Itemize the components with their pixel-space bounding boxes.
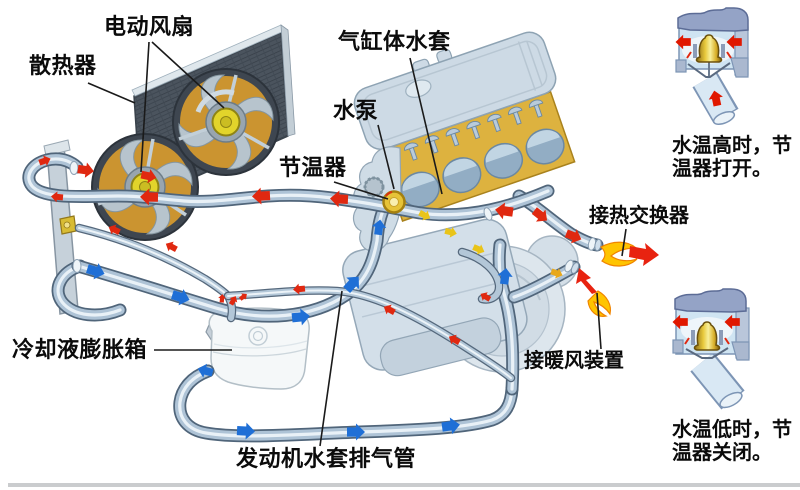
note-thermostat-closed: 水温低时，节 温器关闭。 [672, 419, 792, 465]
label-expansion-tank: 冷却液膨胀箱 [12, 337, 148, 362]
note-closed-line1: 水温低时，节 [672, 419, 792, 441]
bottom-border [8, 483, 800, 487]
note-thermostat-open: 水温高时，节 温器打开。 [672, 135, 792, 181]
flame-arrow-from-heater [576, 268, 612, 317]
label-thermostat: 节温器 [279, 155, 347, 180]
cylinder-bores [400, 128, 565, 208]
thermostat-diagram-open [675, 7, 749, 125]
label-heater-unit: 接暖风装置 [524, 350, 624, 372]
fan-upper [172, 68, 280, 176]
thermostat-cap [677, 7, 749, 32]
note-open-line1: 水温高时，节 [672, 135, 792, 157]
note-closed-line2: 温器关闭。 [672, 442, 772, 464]
thermostat-cap [674, 288, 747, 313]
label-heat-exchanger: 接热交换器 [589, 205, 689, 227]
cylinder-head-cutaway [377, 90, 576, 222]
pipe-lower-radiator-hose [71, 193, 396, 323]
pipe-pump-riser [492, 238, 520, 396]
pipe-upper-radiator-hose [22, 152, 555, 222]
pipe-lower-loop [51, 259, 127, 322]
label-electric-fan: 电动风扇 [104, 14, 195, 39]
pipe-bottom-run [173, 364, 519, 443]
label-cylinder-jacket: 气缸体水套 [338, 29, 451, 54]
pipes [22, 152, 604, 443]
label-water-pump: 水泵 [333, 98, 379, 123]
label-lines [87, 41, 627, 447]
thermostat-valve [693, 321, 721, 351]
thermostat-valve [695, 34, 723, 63]
pipe-jacket-vent [74, 223, 516, 383]
note-open-line2: 温器打开。 [672, 158, 772, 180]
flame-arrow-to-heat-exchanger [600, 241, 659, 267]
valve-cover [353, 31, 557, 151]
thermostat-housing-ring [382, 190, 406, 214]
pipe-fittings [69, 161, 602, 274]
label-vent-pipe: 发动机水套排气管 [236, 446, 417, 471]
thermostat-diagram-closed [672, 288, 750, 410]
label-radiator: 散热器 [29, 53, 97, 78]
